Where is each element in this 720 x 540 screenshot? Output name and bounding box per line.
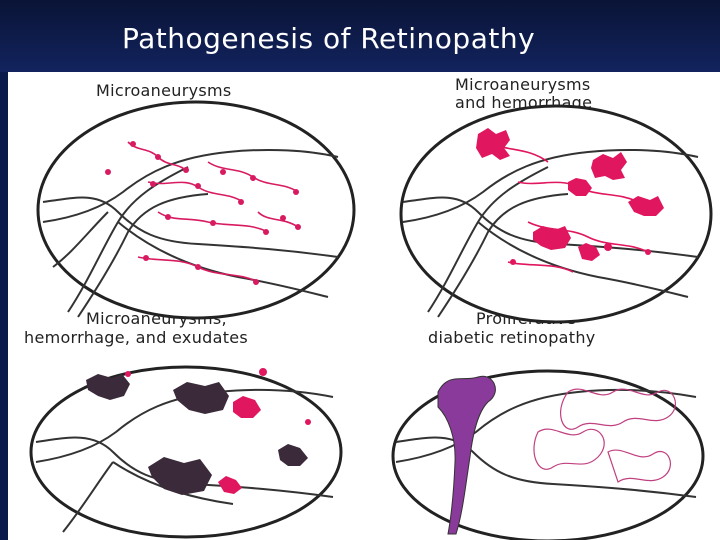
label-proliferative-line2: diabetic retinopathy [428, 328, 596, 347]
retina-illustrations [29, 100, 713, 540]
label-exudates-line2: hemorrhage, and exudates [24, 328, 249, 347]
left-border-strip [0, 72, 8, 540]
neovascular-network-4 [533, 388, 676, 483]
exudate-clusters-3 [86, 374, 308, 495]
fundus-exudates [29, 365, 343, 539]
hemorrhage-blots-2 [476, 128, 664, 265]
hemorrhage-blots-3 [125, 368, 311, 494]
slide-title: Pathogenesis of Retinopathy [122, 22, 536, 55]
fundus-microaneurysms [36, 100, 356, 320]
title-bar [0, 0, 720, 72]
fibrovascular-band-4 [437, 375, 496, 535]
label-hemorrhage-line1: Microaneurysms [455, 75, 591, 94]
fundus-hemorrhage [399, 104, 713, 324]
vessels-2 [402, 148, 699, 318]
label-microaneurysms: Microaneurysms [96, 81, 232, 100]
diagram-panel: Microaneurysms Microaneurysms and hemorr… [8, 72, 720, 540]
microaneurysm-dots-1 [105, 141, 301, 285]
fundus-proliferative [391, 369, 705, 540]
vessels-4 [395, 388, 697, 498]
